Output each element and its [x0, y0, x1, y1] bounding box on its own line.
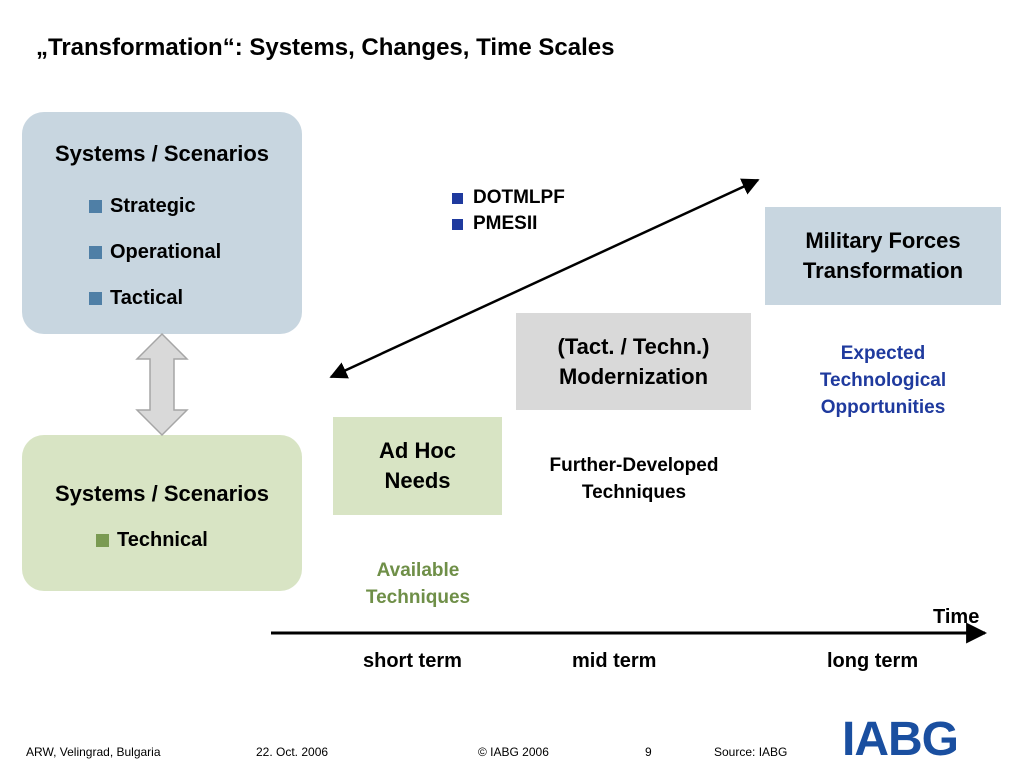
term-mid: mid term: [572, 650, 657, 672]
available-techniques-caption: Available Techniques: [365, 560, 471, 608]
double-arrow-icon: [135, 332, 189, 437]
square-bullet-icon: [89, 246, 102, 259]
term-short: short term: [363, 650, 462, 672]
square-bullet-icon: [452, 192, 463, 204]
footer-source: Source: IABG: [714, 745, 788, 759]
footer-date: 22. Oct. 2006: [256, 745, 329, 759]
list-item-pmesii: PMESII: [452, 211, 565, 237]
military-transformation-box: Military Forces Transformation: [765, 207, 1001, 305]
footer-location: ARW, Velingrad, Bulgaria: [26, 745, 161, 759]
footer-copyright: © IABG 2006: [478, 745, 549, 759]
technical-systems-panel: Systems / Scenarios Technical: [22, 435, 302, 591]
list-item-strategic: Strategic: [89, 195, 196, 218]
square-bullet-icon: [452, 218, 463, 230]
further-developed-caption: Further-Developed Techniques: [549, 455, 719, 503]
list-item-tactical: Tactical: [89, 287, 183, 310]
panel-heading: Systems / Scenarios: [54, 141, 269, 166]
ad-hoc-needs-box: Ad Hoc Needs: [333, 417, 502, 515]
expected-opportunities-caption: Expected Technological Opportunities: [819, 343, 947, 418]
square-bullet-icon: [96, 534, 109, 547]
list-item-dotmlpf: DOTMLPF: [452, 185, 565, 211]
list-item-operational: Operational: [89, 241, 221, 264]
modernization-box: (Tact. / Techn.) Modernization: [516, 313, 751, 410]
list-item-technical: Technical: [96, 529, 208, 552]
iabg-logo: IABG: [842, 713, 959, 766]
dimension-list: DOTMLPF PMESII: [452, 185, 565, 237]
time-axis-label: Time: [933, 606, 980, 628]
square-bullet-icon: [89, 200, 102, 213]
term-long: long term: [827, 650, 919, 672]
panel-heading: Systems / Scenarios: [54, 481, 269, 506]
footer-page-number: 9: [645, 745, 652, 759]
square-bullet-icon: [89, 292, 102, 305]
strategic-systems-panel: Systems / Scenarios Strategic Operationa…: [22, 112, 302, 334]
slide-title: „Transformation“: Systems, Changes, Time…: [36, 34, 615, 61]
